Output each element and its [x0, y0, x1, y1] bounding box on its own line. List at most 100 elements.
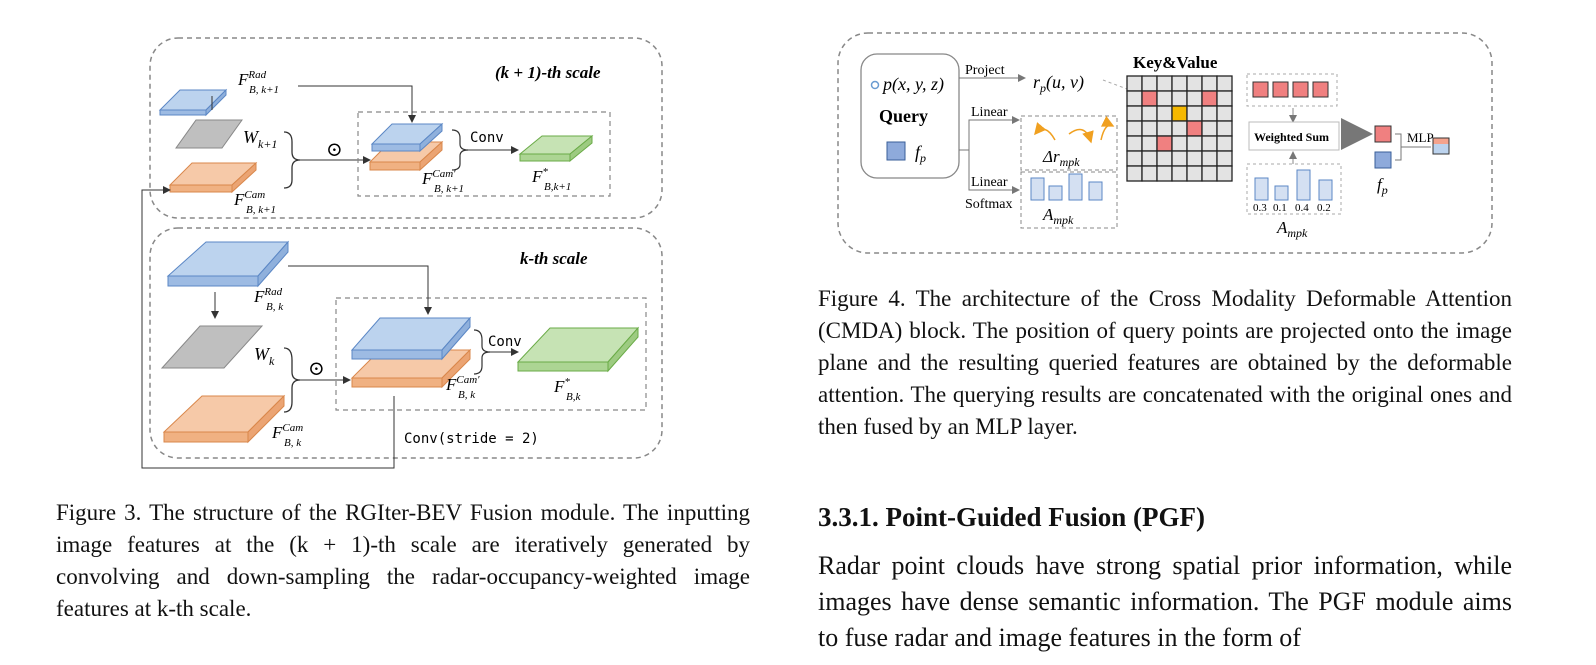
- kv-grid-cell: [1141, 135, 1158, 152]
- kv-grid-cell: [1186, 165, 1203, 182]
- kv-grid-cell: [1126, 105, 1143, 122]
- kv-grid-cell: [1141, 105, 1158, 122]
- kv-grid-cell: [1201, 120, 1218, 137]
- kv-grid-cell: [1201, 75, 1218, 92]
- bottom-conv-box: [335, 297, 647, 411]
- bottom-odot: ⊙: [308, 358, 325, 380]
- kv-grid-cell: [1126, 90, 1143, 107]
- sampled-values-box: [1246, 73, 1338, 107]
- top-radar-feature: [158, 88, 228, 117]
- linear2-label: Linear: [971, 175, 1008, 190]
- bottom-cam-prime-label: FCam′: [445, 374, 480, 394]
- figure-4-diagram: p(x, y, z) Query fp Project rp(u, v) Lin…: [837, 32, 1493, 254]
- top-cam-prime-sub: B, k+1: [434, 183, 464, 195]
- kv-grid-cell: [1216, 120, 1233, 137]
- kv-grid-cell: [1141, 150, 1158, 167]
- kv-grid-cell: [1156, 135, 1173, 152]
- bottom-stacked-features: [350, 316, 472, 389]
- bottom-weight-map: [160, 325, 264, 369]
- kv-grid-cell: [1126, 75, 1143, 92]
- kv-grid-cell: [1201, 105, 1218, 122]
- kv-grid-cell: [1156, 90, 1173, 107]
- kv-grid-cell: [1171, 105, 1188, 122]
- kv-grid-cell: [1216, 135, 1233, 152]
- kv-grid-cell: [1141, 90, 1158, 107]
- top-radar-label: FRad: [237, 69, 267, 89]
- query-point-icon: [870, 80, 880, 90]
- top-scale-title: (k + 1)-th scale: [495, 63, 601, 82]
- conv-stride-label: Conv(stride = 2): [404, 431, 539, 447]
- weight-value-3: 0.4: [1295, 202, 1309, 214]
- top-brace: [283, 131, 301, 189]
- a-mpk-right: Ampk: [1276, 218, 1308, 240]
- top-cam-prime-label: FCam′: [421, 168, 456, 188]
- bottom-cam-prime-sub: B, k: [458, 389, 476, 401]
- top-weight-map: [175, 119, 243, 149]
- bottom-scale-box: [149, 227, 663, 459]
- top-camera-feature: [168, 161, 258, 194]
- bottom-camera-sub: B, k: [284, 437, 302, 449]
- top-conv-brace: [451, 129, 469, 171]
- kv-grid-cell: [1156, 150, 1173, 167]
- bottom-radar-sub: B, k: [266, 301, 284, 313]
- weighted-sum-box: [1248, 121, 1340, 151]
- offsets-box: [1020, 115, 1118, 171]
- attention-box: [1020, 171, 1118, 229]
- top-radar-sub: B, k+1: [249, 84, 279, 96]
- fp-right-label: fp: [1377, 175, 1388, 197]
- figure-3-diagram: (k + 1)-th scale FRad B, k+1 Wk+1 FCam B…: [141, 37, 663, 469]
- section-heading: 3.3.1. Point-Guided Fusion (PGF): [818, 502, 1206, 532]
- top-conv-label: Conv: [470, 130, 504, 146]
- kv-grid-cell: [1156, 105, 1173, 122]
- top-camera-label: FCam: [233, 189, 265, 209]
- bottom-output-feature: [516, 326, 640, 373]
- delta-r-label: Δrmpk: [1042, 147, 1080, 169]
- kv-grid-cell: [1186, 135, 1203, 152]
- top-output-label: F*: [531, 166, 548, 186]
- bottom-radar-feature: [166, 240, 290, 288]
- top-scale-box: [149, 37, 663, 219]
- kv-grid-cell: [1186, 105, 1203, 122]
- project-label: Project: [965, 63, 1005, 78]
- kv-grid-cell: [1201, 135, 1218, 152]
- kv-grid-cell: [1186, 90, 1203, 107]
- weight-value-1: 0.3: [1253, 202, 1267, 214]
- weight-value-4: 0.2: [1317, 202, 1331, 214]
- weighted-sum-label: Weighted Sum: [1254, 130, 1329, 144]
- kv-grid-cell: [1141, 165, 1158, 182]
- bottom-camera-feature: [162, 394, 286, 444]
- kv-grid-cell: [1201, 165, 1218, 182]
- figure-4-caption: Figure 4. The architecture of the Cross …: [818, 286, 1512, 439]
- kv-grid-cell: [1201, 90, 1218, 107]
- bottom-radar-label: FRad: [253, 286, 283, 306]
- linear1-label: Linear: [971, 105, 1008, 120]
- top-output-sub: B,k+1: [544, 181, 571, 193]
- kv-grid-cell: [1126, 135, 1143, 152]
- bottom-weight-label: Wk: [254, 344, 275, 368]
- kv-grid-cell: [1216, 75, 1233, 92]
- kv-grid-cell: [1186, 75, 1203, 92]
- softmax-label: Softmax: [965, 197, 1012, 212]
- kv-grid-cell: [1156, 120, 1173, 137]
- kv-grid-cell: [1216, 105, 1233, 122]
- kv-grid-cell: [1216, 165, 1233, 182]
- kv-grid-cell: [1141, 120, 1158, 137]
- kv-grid-cell: [1186, 150, 1203, 167]
- bottom-output-sub: B,k: [566, 391, 581, 403]
- rp-label: rp(u, v): [1033, 72, 1084, 95]
- top-conv-box: [357, 111, 611, 197]
- bottom-conv-label: Conv: [488, 334, 522, 350]
- kv-grid-cell: [1126, 150, 1143, 167]
- fp-square: [886, 141, 906, 161]
- concat-blue: [1374, 151, 1392, 169]
- kv-grid-cell: [1201, 150, 1218, 167]
- kv-grid-cell: [1171, 75, 1188, 92]
- query-point-label: p(x, y, z): [881, 74, 944, 95]
- figure-3-caption: Figure 3. The structure of the RGIter-BE…: [56, 500, 750, 621]
- concat-red: [1374, 125, 1392, 143]
- a-mpk-left: Ampk: [1042, 205, 1074, 227]
- kv-grid-cell: [1141, 75, 1158, 92]
- bottom-brace: [283, 347, 301, 413]
- top-output-feature: [518, 134, 594, 163]
- kv-grid-cell: [1216, 90, 1233, 107]
